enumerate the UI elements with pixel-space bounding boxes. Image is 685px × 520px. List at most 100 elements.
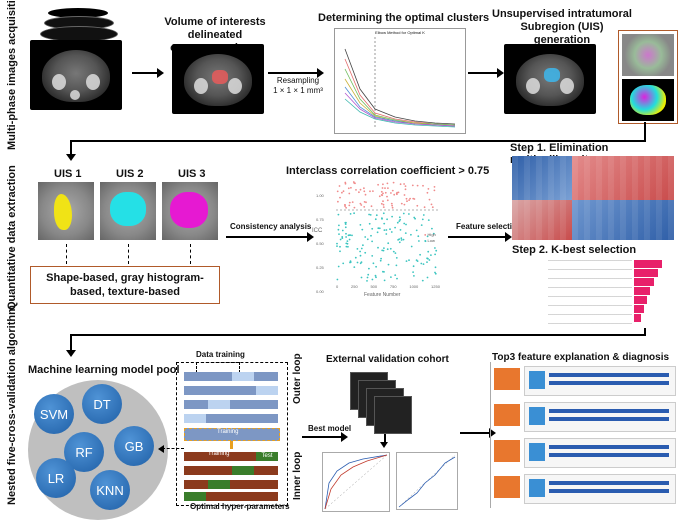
low-icc-point	[359, 250, 361, 253]
icc-legend: ● High ● Low	[424, 232, 436, 243]
dashed-arrowhead-cv-pool	[158, 445, 164, 453]
low-icc-point	[431, 227, 433, 230]
high-icc-point	[404, 188, 407, 191]
high-icc-point	[348, 201, 351, 204]
low-icc-point	[383, 229, 386, 231]
high-icc-point	[358, 191, 360, 194]
connector-arrowhead	[66, 154, 76, 161]
kbest-bars	[548, 260, 684, 328]
low-icc-point	[345, 236, 347, 238]
low-icc-point	[394, 252, 397, 254]
low-icc-point	[386, 218, 388, 221]
low-icc-point	[383, 247, 385, 249]
low-icc-point	[359, 254, 362, 257]
low-icc-point	[383, 271, 385, 273]
high-icc-point	[406, 200, 408, 203]
best-model-arrow	[302, 432, 348, 442]
low-icc-point	[341, 229, 344, 232]
high-icc-point	[344, 182, 347, 185]
low-icc-point	[371, 240, 373, 243]
inner-training-label: Training	[208, 451, 230, 457]
low-icc-point	[380, 257, 382, 260]
uis3-image	[162, 182, 218, 240]
low-icc-point	[387, 242, 390, 245]
low-icc-point	[435, 249, 438, 252]
model-dt: DT	[82, 384, 122, 424]
high-icc-point	[433, 189, 436, 192]
roc-curve	[322, 452, 390, 512]
data-training-label: Data training	[196, 350, 245, 359]
low-icc-point	[339, 250, 341, 253]
low-icc-point	[389, 247, 392, 250]
low-icc-point	[372, 262, 375, 265]
high-icc-point	[347, 187, 350, 190]
low-icc-point	[366, 276, 369, 279]
consistency-label: Consistency analysis	[230, 222, 312, 231]
low-icc-point	[336, 242, 338, 245]
high-icc-point	[377, 183, 379, 186]
ytick: 0.25	[316, 265, 324, 270]
arrow-2	[268, 68, 324, 78]
high-icc-point	[433, 186, 436, 188]
uis1-label: UIS 1	[54, 168, 82, 180]
side-label-extraction: Quantitative data extraction	[6, 165, 18, 310]
high-icc-point	[382, 200, 384, 203]
low-icc-point	[356, 248, 359, 250]
low-icc-point	[434, 247, 436, 249]
xtick: 250	[351, 284, 358, 289]
high-icc-point	[382, 203, 385, 206]
low-icc-point	[434, 253, 436, 256]
low-icc-point	[390, 231, 393, 233]
low-icc-point	[405, 260, 408, 262]
low-icc-point	[434, 271, 436, 274]
low-icc-point	[379, 259, 382, 262]
low-icc-point	[399, 218, 402, 221]
ytick: 0.00	[316, 289, 324, 294]
high-icc-point	[416, 204, 419, 207]
low-icc-point	[402, 212, 405, 215]
low-icc-point	[386, 248, 389, 251]
low-icc-point	[375, 276, 377, 279]
low-icc-point	[385, 229, 388, 231]
legend-high: High	[427, 232, 436, 237]
high-icc-point	[348, 204, 351, 207]
low-icc-point	[430, 254, 432, 256]
low-icc-point	[362, 244, 364, 247]
low-icc-point	[418, 240, 420, 242]
low-icc-point	[349, 234, 352, 236]
high-icc-point	[397, 191, 400, 194]
correlation-heatmap	[512, 156, 674, 240]
connector-row1-row2	[70, 140, 646, 142]
low-icc-point	[413, 275, 415, 277]
ytick: 0.50	[316, 241, 324, 246]
model-knn: KNN	[90, 470, 130, 510]
low-icc-point	[378, 227, 381, 230]
high-icc-point	[350, 186, 352, 189]
icc-scatter-ylabel: ICC	[312, 228, 323, 234]
high-icc-point	[386, 199, 389, 202]
high-icc-point	[422, 184, 424, 187]
outer-loop-label: Outer loop	[292, 353, 303, 404]
low-icc-point	[422, 214, 425, 216]
high-icc-point	[423, 206, 426, 209]
ct-stack	[30, 8, 130, 118]
low-icc-point	[381, 249, 384, 252]
high-icc-point	[427, 188, 430, 190]
low-icc-point	[391, 215, 393, 218]
low-icc-point	[369, 214, 372, 216]
low-icc-point	[375, 265, 377, 268]
high-icc-point	[384, 187, 386, 189]
external-title: External validation cohort	[326, 354, 449, 365]
low-icc-point	[426, 276, 429, 279]
icc-scatter-xticks: 0 250 500 750 1000 1250	[336, 284, 440, 289]
connector-arrowhead-2	[66, 350, 76, 357]
low-icc-point	[385, 233, 388, 235]
high-icc-point	[387, 187, 389, 189]
arrow-1	[132, 68, 164, 78]
low-icc-point	[382, 212, 385, 215]
calibration-curve	[396, 452, 458, 510]
connector-vertical-right	[644, 122, 646, 142]
low-icc-point	[394, 274, 397, 276]
